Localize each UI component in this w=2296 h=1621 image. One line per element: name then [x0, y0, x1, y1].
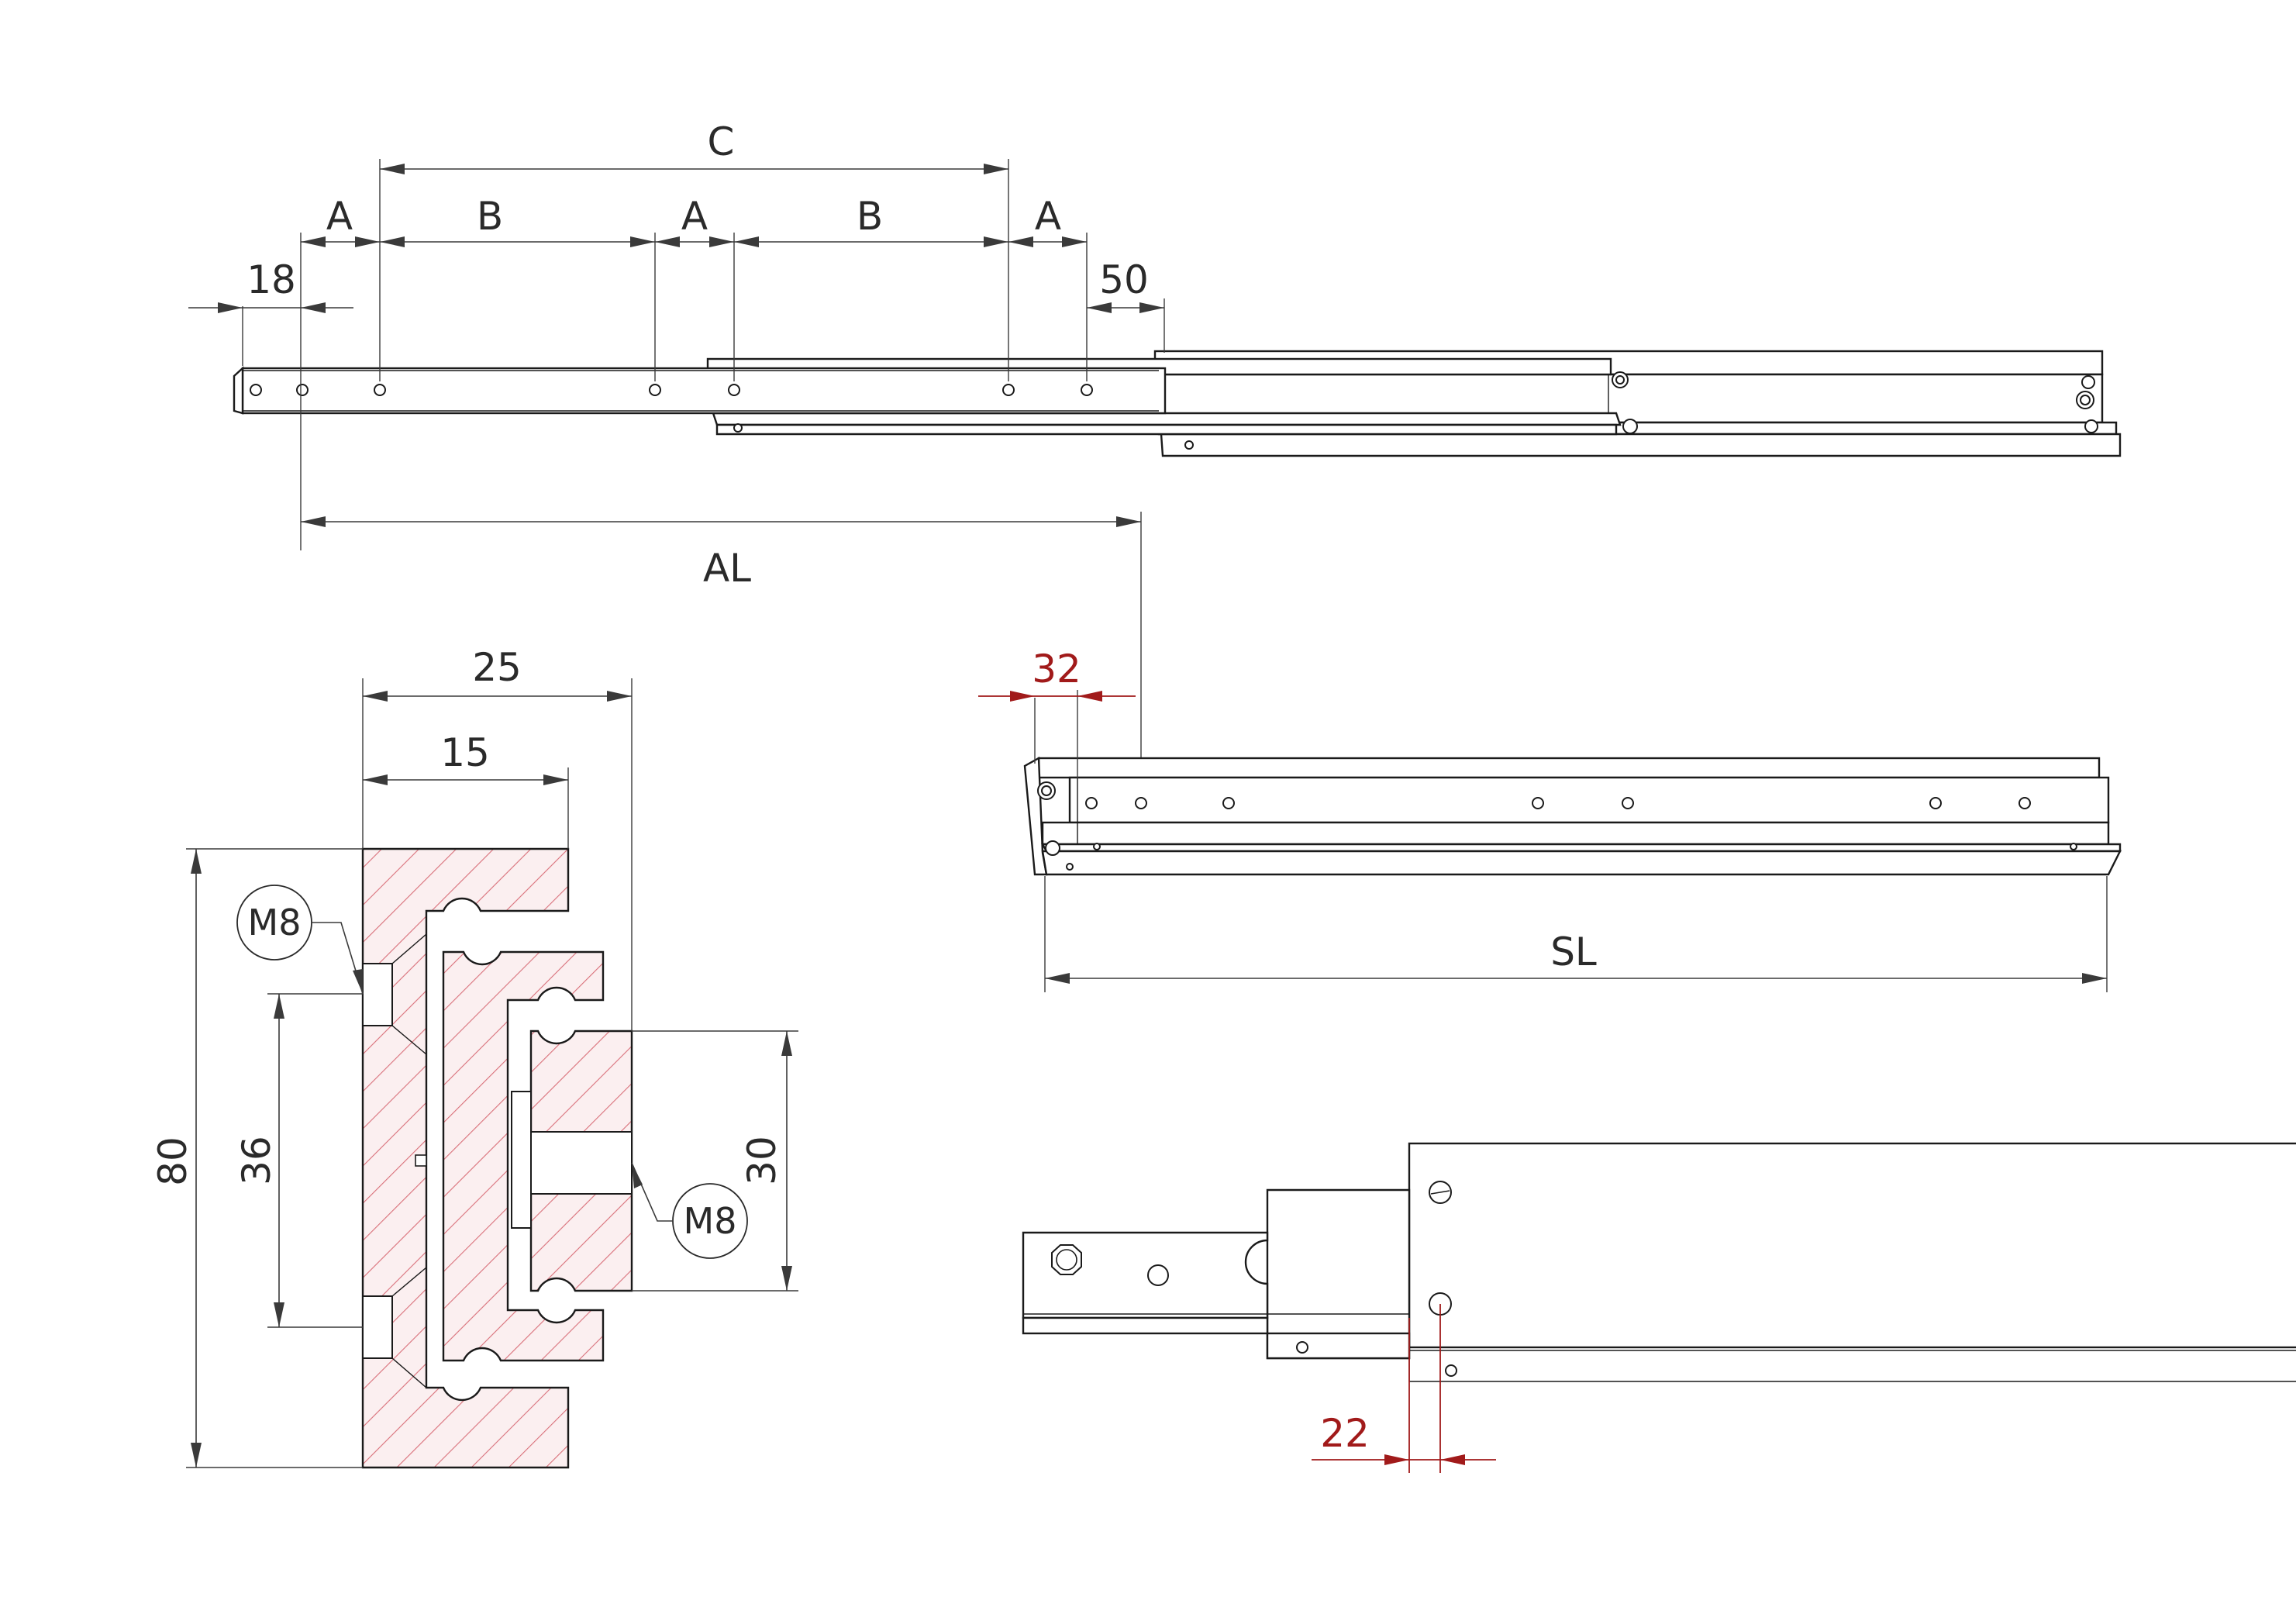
- inner-rail-hole: [1002, 384, 1015, 396]
- label-AL: AL: [703, 546, 751, 591]
- cross-section-view: 25 15 80 36 30: [150, 645, 798, 1469]
- label-80: 80: [150, 1136, 195, 1186]
- label-18: 18: [246, 257, 296, 302]
- label-C: C: [708, 119, 735, 164]
- dimension-30: 30: [739, 1031, 792, 1291]
- label-B-right: B: [857, 194, 883, 239]
- label-B-left: B: [477, 194, 503, 239]
- outer-rail: [1153, 350, 2122, 457]
- dimension-32: 32: [978, 647, 1136, 702]
- dimension-chain-AB: A B A B A: [301, 194, 1087, 247]
- top-extension-lines: [242, 159, 1165, 810]
- label-50: 50: [1099, 257, 1149, 302]
- dimension-36: 36: [234, 994, 284, 1327]
- label-A-right: A: [1035, 194, 1061, 239]
- inner-rail-hole: [728, 384, 740, 396]
- label-36: 36: [234, 1136, 279, 1185]
- dimension-22: 22: [1312, 1304, 1496, 1473]
- label-M8-left: M8: [248, 902, 302, 943]
- thread-callout-left: M8: [236, 885, 364, 995]
- inner-rail-hole: [250, 384, 262, 396]
- label-A-left: A: [326, 194, 353, 239]
- inner-rail-hole: [296, 384, 309, 396]
- dimension-C: C: [380, 119, 1008, 174]
- inner-rail-hole: [649, 384, 661, 396]
- inner-rail-hole: [1081, 384, 1093, 396]
- label-M8-right: M8: [684, 1200, 737, 1242]
- label-22: 22: [1320, 1411, 1370, 1456]
- dimension-25: 25: [363, 645, 632, 702]
- inner-rail: [233, 366, 1167, 415]
- intermediate-rail-section: [442, 950, 605, 1362]
- dimension-18: 18: [188, 257, 353, 313]
- end-detail-view: 22: [1022, 1142, 2296, 1473]
- inner-rail-hole: [374, 384, 386, 396]
- dimension-50: 50: [1087, 257, 1164, 313]
- dimension-15: 15: [363, 730, 568, 785]
- closed-slide-view: 32 SL: [978, 647, 2122, 992]
- thread-callout-right: M8: [631, 1162, 748, 1259]
- label-SL: SL: [1550, 929, 1597, 974]
- label-32: 32: [1032, 647, 1081, 692]
- dimension-SL: SL: [1045, 929, 2107, 984]
- label-15: 15: [440, 730, 490, 775]
- label-A-middle: A: [681, 194, 708, 239]
- label-25: 25: [472, 645, 522, 690]
- dimension-AL: AL: [301, 516, 1141, 591]
- label-30: 30: [739, 1136, 784, 1185]
- dimension-80: 80: [150, 849, 202, 1468]
- extended-slide-view: C A B A B A 18: [188, 119, 2122, 810]
